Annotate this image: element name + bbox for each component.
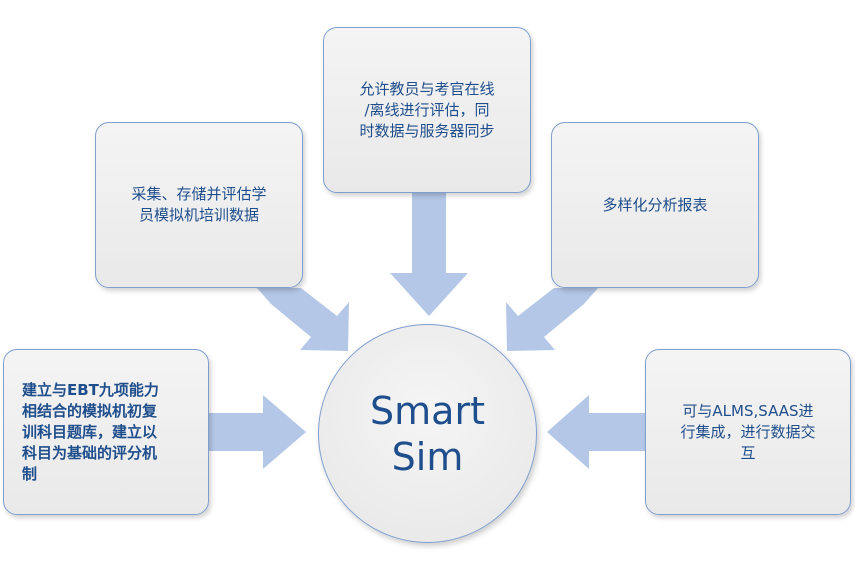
feature-text-integration: 可与ALMS,SAAS进 行集成，进行数据交 互	[680, 401, 816, 462]
feature-box-question-bank: 建立与EBT九项能力 相结合的模拟机初复 训科目题库，建立以 科目为基础的评分机…	[3, 349, 209, 515]
feature-box-data-collection: 采集、存储并评估学 员模拟机培训数据	[95, 122, 303, 288]
feature-text-data-collection: 采集、存储并评估学 员模拟机培训数据	[131, 185, 267, 224]
center-label: Smart Sim	[370, 388, 485, 479]
arrow-left	[209, 395, 306, 469]
feature-box-online-evaluation: 允许教员与考官在线 /离线进行评估，同 时数据与服务器同步	[323, 27, 531, 193]
arrow-top	[390, 193, 468, 316]
arrow-mid-left	[257, 288, 349, 351]
feature-text-question-bank: 建立与EBT九项能力 相结合的模拟机初复 训科目题库，建立以 科目为基础的评分机…	[22, 380, 159, 483]
feature-text-online-evaluation: 允许教员与考官在线 /离线进行评估，同 时数据与服务器同步	[359, 79, 495, 140]
feature-box-reports: 多样化分析报表	[551, 122, 759, 288]
feature-text-reports: 多样化分析报表	[602, 195, 708, 214]
arrow-right	[547, 395, 645, 469]
feature-box-integration: 可与ALMS,SAAS进 行集成，进行数据交 互	[645, 349, 851, 515]
center-circle: Smart Sim	[318, 324, 537, 543]
arrow-mid-right	[506, 288, 598, 351]
